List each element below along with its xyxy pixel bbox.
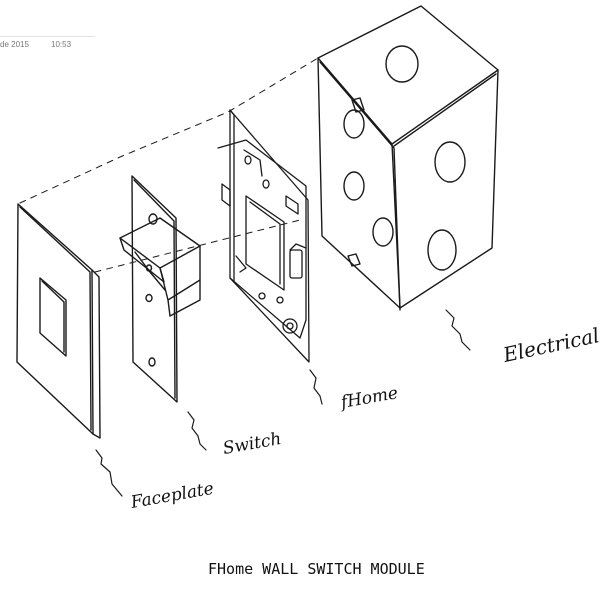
- header-date: de 2015: [0, 40, 29, 49]
- label-faceplate: Faceplate: [128, 479, 215, 513]
- switch-drawing: [119, 175, 201, 403]
- label-electrical: Electrical: [500, 323, 600, 367]
- label-leaders: [95, 309, 471, 497]
- header-divider: [0, 36, 95, 37]
- label-fhome: fHome: [337, 383, 399, 413]
- faceplate-drawing: [16, 203, 101, 439]
- electrical-box-drawing: [317, 5, 499, 311]
- alignment-lines: [19, 57, 319, 273]
- diagram-title: FHome WALL SWITCH MODULE: [208, 560, 425, 578]
- fhome-module-drawing: [217, 109, 310, 363]
- label-switch: Switch: [221, 429, 283, 459]
- header-time: 10:53: [51, 40, 72, 49]
